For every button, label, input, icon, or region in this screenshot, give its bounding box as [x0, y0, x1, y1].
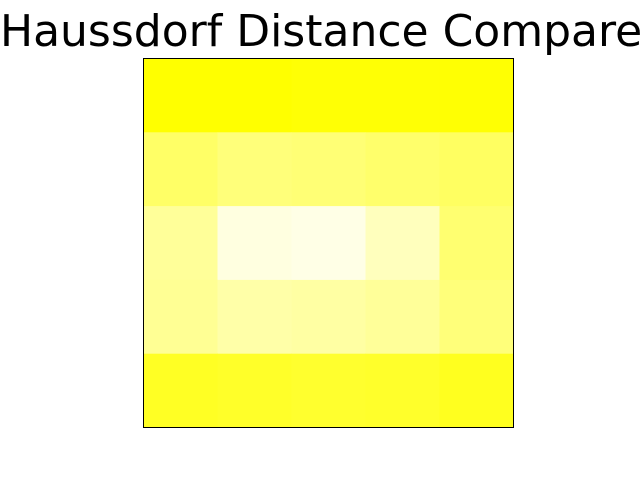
heatmap-cells [143, 58, 514, 428]
heatmap-cell-r1-c0 [143, 132, 218, 207]
heatmap-cell-r4-c1 [217, 353, 292, 428]
heatmap-cell-r2-c4 [439, 206, 514, 281]
heatmap-cell-r0-c2 [291, 58, 366, 133]
heatmap-cell-r4-c0 [143, 353, 218, 428]
heatmap-cell-r0-c0 [143, 58, 218, 133]
heatmap-cell-r3-c0 [143, 279, 218, 355]
heatmap-cell-r1-c1 [217, 132, 292, 207]
heatmap-cell-r4-c4 [439, 353, 514, 428]
heatmap-cell-r1-c2 [291, 132, 366, 207]
chart-title: Haussdorf Distance Compare [0, 6, 640, 57]
heatmap-cell-r2-c3 [365, 206, 440, 281]
heatmap-cell-r1-c4 [439, 132, 514, 207]
heatmap-cell-r3-c1 [217, 279, 292, 355]
heatmap-cell-r4-c3 [365, 353, 440, 428]
heatmap-cell-r0-c4 [439, 58, 514, 133]
heatmap-cell-r0-c3 [365, 58, 440, 133]
heatmap-cell-r3-c4 [439, 279, 514, 355]
heatmap-cell-r2-c1 [217, 206, 292, 281]
heatmap-cell-r2-c2 [291, 206, 366, 281]
heatmap-cell-r0-c1 [217, 58, 292, 133]
heatmap-cell-r3-c2 [291, 279, 366, 355]
heatmap-cell-r4-c2 [291, 353, 366, 428]
heatmap-cell-r1-c3 [365, 132, 440, 207]
heatmap-frame [143, 58, 514, 428]
heatmap-cell-r2-c0 [143, 206, 218, 281]
heatmap-cell-r3-c3 [365, 279, 440, 355]
